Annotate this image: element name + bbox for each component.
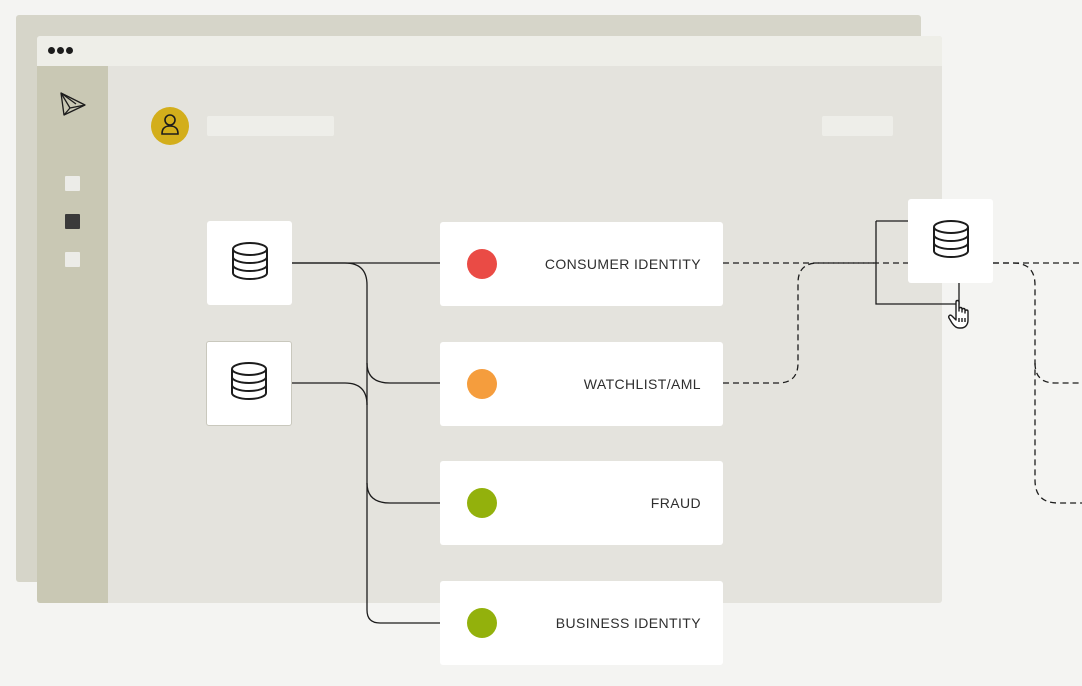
status-dot <box>467 249 497 279</box>
sidebar-item-3[interactable] <box>65 252 80 267</box>
prism-logo-icon[interactable] <box>58 91 86 124</box>
status-dot <box>467 608 497 638</box>
database-icon <box>231 241 269 286</box>
sidebar-item-2[interactable] <box>65 214 80 229</box>
sidebar <box>37 66 108 603</box>
node-label: FRAUD <box>650 495 701 511</box>
database-icon <box>932 219 970 264</box>
node-business-identity[interactable]: BUSINESS IDENTITY <box>440 581 723 665</box>
window-close-dot[interactable] <box>48 47 55 54</box>
database-icon <box>230 361 268 406</box>
sidebar-item-1[interactable] <box>65 176 80 191</box>
source-database-2[interactable] <box>206 341 292 426</box>
target-database[interactable] <box>908 199 993 283</box>
page-title-placeholder <box>207 116 334 136</box>
node-label: WATCHLIST/AML <box>583 376 701 392</box>
user-icon <box>160 113 180 140</box>
status-dot <box>467 369 497 399</box>
node-label: BUSINESS IDENTITY <box>555 615 701 631</box>
node-consumer-identity[interactable]: CONSUMER IDENTITY <box>440 222 723 306</box>
hand-pointer-icon <box>947 298 977 335</box>
window-maximize-dot[interactable] <box>66 47 73 54</box>
window-titlebar <box>37 36 942 66</box>
header-action-placeholder[interactable] <box>822 116 893 136</box>
status-dot <box>467 488 497 518</box>
avatar[interactable] <box>151 107 189 145</box>
node-fraud[interactable]: FRAUD <box>440 461 723 545</box>
window-minimize-dot[interactable] <box>57 47 64 54</box>
source-database-1[interactable] <box>207 221 292 305</box>
node-watchlist-aml[interactable]: WATCHLIST/AML <box>440 342 723 426</box>
window-controls <box>48 47 73 54</box>
node-label: CONSUMER IDENTITY <box>544 256 701 272</box>
